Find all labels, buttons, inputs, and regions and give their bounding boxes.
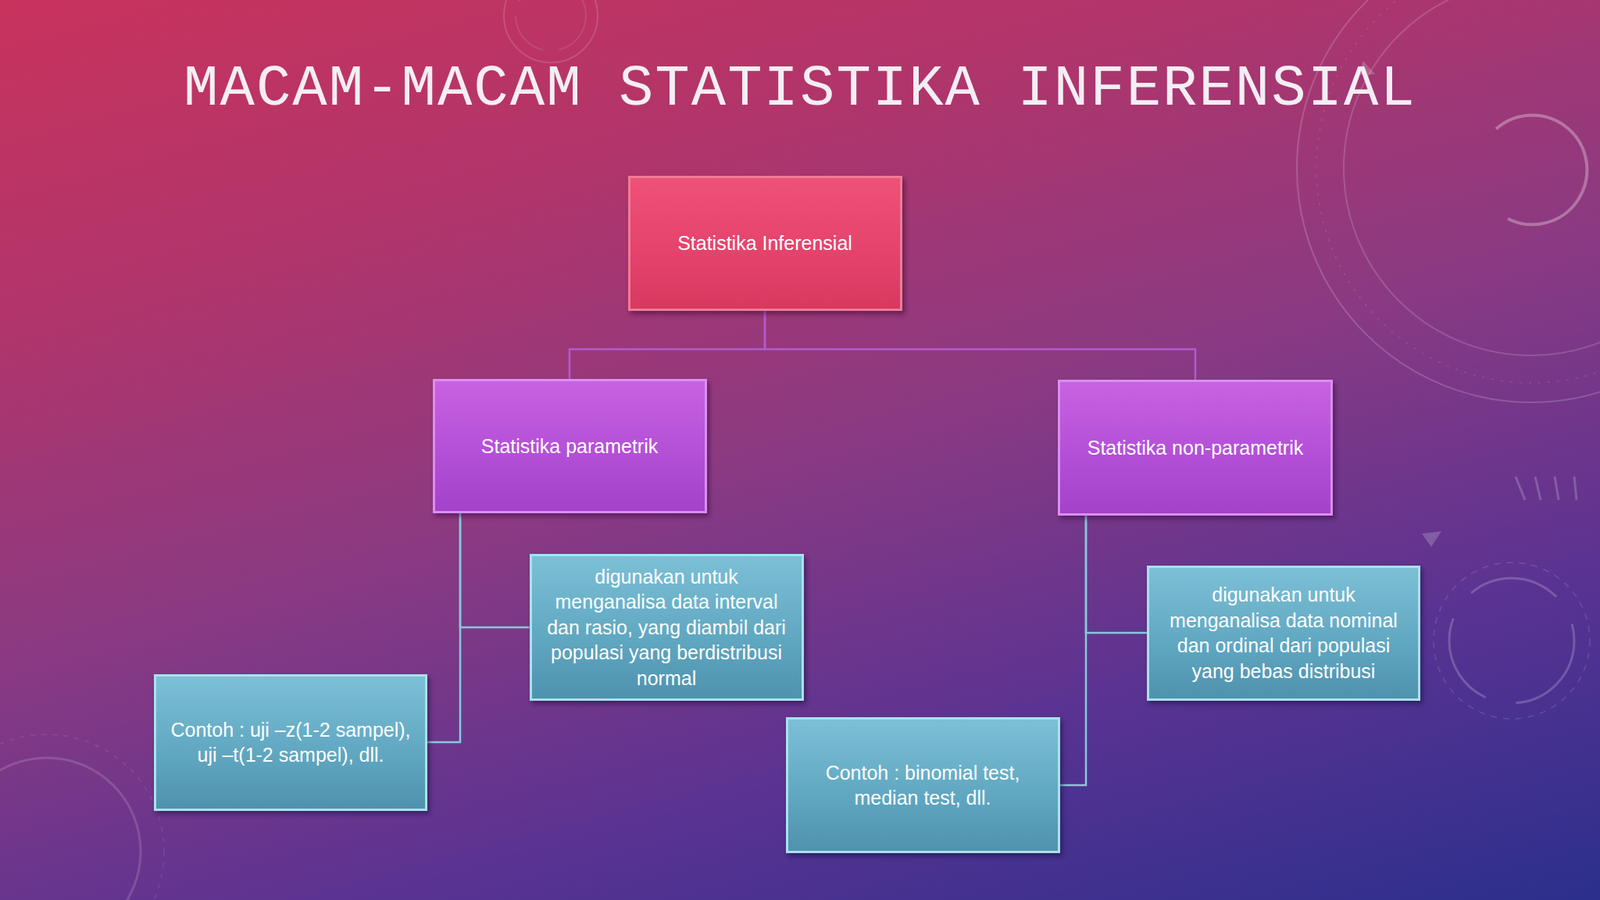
box-text: Contoh : binomial test, median test, dll… <box>797 760 1049 811</box>
ring-ornament <box>503 0 598 63</box>
ring-ornament <box>1433 562 1590 719</box>
category-box: Statistika non-parametrik <box>1057 379 1333 516</box>
ring-ornament <box>0 734 165 900</box>
ring-ornament <box>0 757 141 900</box>
box-text: Statistika Inferensial <box>677 230 853 257</box>
arrow-ornament <box>1421 531 1442 547</box>
dial-arc <box>1496 114 1587 225</box>
slide-title: MACAM-MACAM STATISTIKA INFERENSIAL <box>0 56 1600 122</box>
tree-connector <box>569 310 765 380</box>
dial-ring <box>1343 0 1600 356</box>
tree-connector <box>1085 515 1147 633</box>
tree-connector <box>427 513 461 743</box>
root-box: Statistika Inferensial <box>628 175 903 311</box>
category-box: Statistika parametrik <box>432 378 708 514</box>
tree-connector <box>764 310 1196 381</box>
box-text: digunakan untuk menganalisa data interva… <box>541 564 793 692</box>
description-box: digunakan untuk menganalisa data nominal… <box>1146 565 1421 701</box>
tree-connector <box>460 513 530 628</box>
description-box: digunakan untuk menganalisa data interva… <box>529 553 804 702</box>
example-box: Contoh : uji –z(1-2 sampel), uji –t(1-2 … <box>153 674 428 811</box>
tick-ornament <box>1515 476 1577 500</box>
ring-ornament <box>515 0 586 51</box>
box-text: Contoh : uji –z(1-2 sampel), uji –t(1-2 … <box>165 717 416 768</box>
ring-ornament <box>1449 578 1575 704</box>
tree-connector <box>1060 515 1087 786</box>
box-text: Statistika parametrik <box>481 433 658 460</box>
box-text: digunakan untuk menganalisa data nominal… <box>1158 582 1409 684</box>
box-text: Statistika non-parametrik <box>1087 435 1304 461</box>
example-box: Contoh : binomial test, median test, dll… <box>785 717 1061 854</box>
